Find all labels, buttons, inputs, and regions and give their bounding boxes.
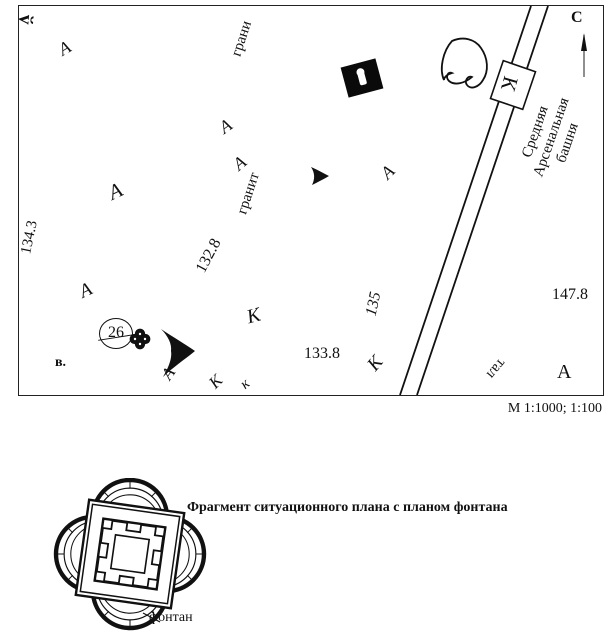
point-label: в. — [55, 355, 67, 370]
fountain-leader-line — [142, 612, 161, 623]
corner-glyph: ў — [18, 13, 37, 26]
arsenal-tower-outline-icon — [440, 37, 488, 89]
elevation-label: 133.8 — [304, 345, 340, 362]
wall-marker-box — [489, 59, 537, 111]
map-scale: М 1:1000; 1:100 — [507, 401, 602, 416]
situational-map: ў А А А А А А К А К к К А грани гранит 1… — [18, 5, 604, 396]
map-linework — [129, 6, 587, 395]
fountain-pedestal — [74, 498, 186, 610]
direction-arrow-large-icon — [161, 329, 195, 377]
elevation-label: 147.8 — [552, 286, 588, 303]
figure-caption: Фрагмент ситуационного плана с планом фо… — [187, 500, 508, 515]
north-label: С — [571, 9, 583, 26]
fountain-plan — [53, 478, 207, 631]
north-arrow-icon — [581, 33, 587, 77]
map-letter: А — [557, 361, 572, 383]
building-footprint-icon — [340, 58, 384, 98]
fountain-number-badge: 26 — [99, 318, 133, 349]
rim-ticks — [56, 480, 204, 628]
fountain-label: фонтан — [149, 610, 193, 625]
direction-arrow-small-icon — [311, 167, 329, 185]
